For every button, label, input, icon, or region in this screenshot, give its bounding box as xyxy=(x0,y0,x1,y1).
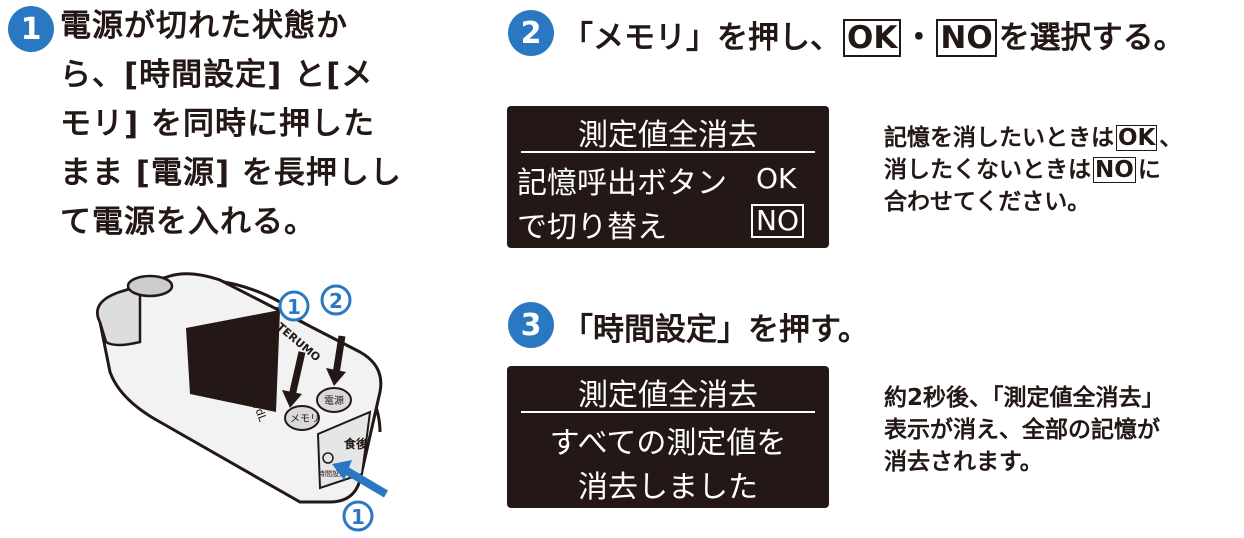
arrow-icon xyxy=(332,460,352,480)
note-text: 消去されます。 xyxy=(884,449,1043,475)
step-1-line: モリ] を同時に押した xyxy=(60,106,375,142)
callout-1-number: 1 xyxy=(287,295,301,319)
callout-3-icon xyxy=(342,500,374,532)
lcd-screen-confirm: 測定値全消去 記憶呼出ボタン で切り替え OK NO xyxy=(507,106,829,248)
screen-line: 消去しました xyxy=(578,470,758,505)
step-1-line: まま [電源] を長押しし xyxy=(60,155,402,191)
screen-title: 測定値全消去 xyxy=(578,378,758,413)
time-button-label: 時間設定 xyxy=(318,469,346,478)
screen-ok-option: OK xyxy=(756,162,797,195)
note-text: 約2秒後、「測定値全消去」 xyxy=(884,385,1165,411)
clock-icon xyxy=(322,452,334,464)
note-text: に xyxy=(1137,157,1161,183)
memory-button xyxy=(284,405,320,431)
power-button xyxy=(316,387,352,413)
meal-button-label: 食後 xyxy=(343,436,369,451)
note-text: 記憶を消したいときは xyxy=(884,125,1114,151)
screen-line: すべての測定値を xyxy=(549,426,787,461)
note-2: 約2秒後、「測定値全消去」 表示が消え、全部の記憶が 消去されます。 xyxy=(884,382,1165,478)
screen-divider xyxy=(521,151,815,153)
step-3-title: 「時間設定」を押す。 xyxy=(562,312,869,348)
arrow-icon xyxy=(282,390,302,408)
note-text: 消したくないときは xyxy=(884,157,1091,183)
step-2-title-text: を選択する。 xyxy=(998,20,1185,56)
note-text: 表示が消え、全部の記憶が xyxy=(884,417,1160,443)
memory-button-label: メモリ xyxy=(290,414,320,425)
screen-title: 測定値全消去 xyxy=(578,118,758,153)
no-box: NO xyxy=(936,19,997,57)
step-2-title-text: 「メモリ」を押し、 xyxy=(562,20,841,56)
lcd-screen-result: 測定値全消去 すべての測定値を 消去しました xyxy=(507,366,829,508)
callout-2-icon xyxy=(320,284,352,316)
no-box: NO xyxy=(1093,157,1136,183)
screen-divider xyxy=(521,411,815,413)
step-1-line: ら、[時間設定] と[メ xyxy=(60,57,374,93)
power-button-label: 電源 xyxy=(324,394,344,407)
screen-line: 記憶呼出ボタン xyxy=(517,166,727,201)
ok-box: OK xyxy=(843,19,902,57)
screen-line: で切り替え xyxy=(517,210,667,245)
screen-no-option: NO xyxy=(751,204,804,238)
callout-1-icon xyxy=(278,290,310,322)
arrow-icon xyxy=(326,368,346,386)
callout-2-number: 2 xyxy=(329,289,343,313)
step-1-instructions: 電源が切れた状態か ら、[時間設定] と[メ モリ] を同時に押した まま [電… xyxy=(60,2,460,247)
separator: ・ xyxy=(903,20,935,56)
meter-device-illustration: TERUMO mg/dL メモリ 電源 食後 時間設定 1 2 1 xyxy=(96,272,389,532)
step-1-number: 1 xyxy=(8,6,54,52)
step-1-line: 電源が切れた状態か xyxy=(60,8,348,44)
step-3-number: 3 xyxy=(508,302,554,348)
ok-box: OK xyxy=(1116,125,1158,151)
note-text: 合わせてください。 xyxy=(884,189,1091,215)
step-2-number: 2 xyxy=(508,10,554,56)
step-1-line: て電源を入れる。 xyxy=(60,204,316,240)
callout-3-number: 1 xyxy=(351,505,365,529)
note-text: 、 xyxy=(1159,125,1183,151)
